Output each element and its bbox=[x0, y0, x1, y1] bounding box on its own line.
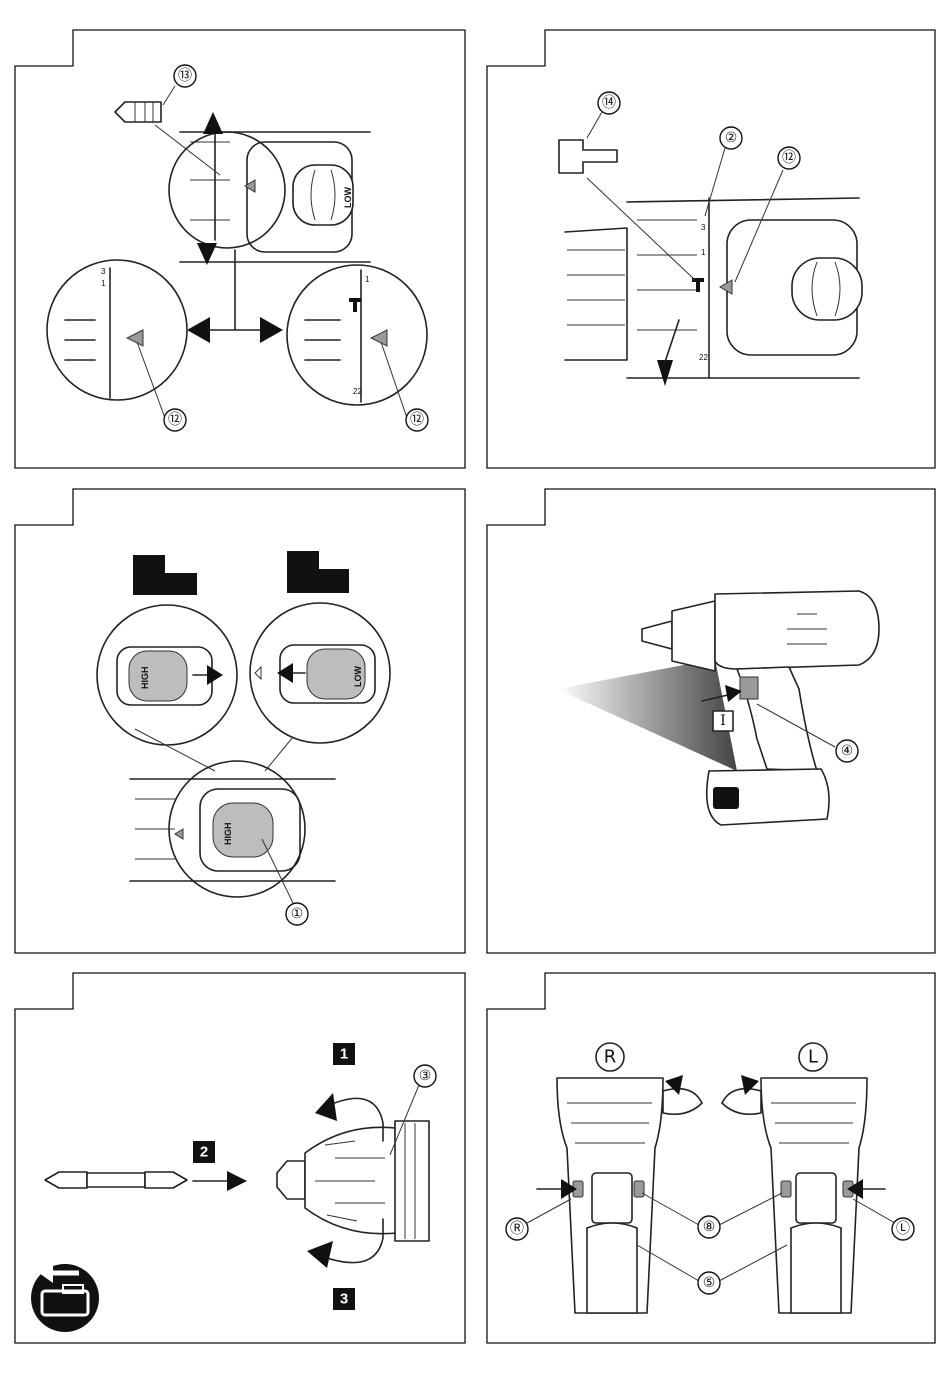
panel-frame bbox=[15, 489, 465, 953]
callout-13: ⑬ bbox=[174, 65, 196, 87]
svg-text:①: ① bbox=[291, 906, 304, 922]
callout-l-marker: Ⓛ bbox=[892, 1218, 914, 1240]
open-rotate-arrow bbox=[315, 1093, 337, 1121]
svg-text:②: ② bbox=[725, 130, 738, 146]
high-position-detail: HIGH bbox=[97, 605, 237, 745]
forward-rotation-symbol: R bbox=[596, 1043, 624, 1071]
svg-text:⑧: ⑧ bbox=[703, 1219, 716, 1235]
high-gear-icon bbox=[287, 551, 349, 593]
svg-text:LOW: LOW bbox=[353, 666, 363, 687]
keyless-chuck bbox=[277, 1121, 429, 1241]
left-zoom-detail: 1 3 bbox=[47, 260, 187, 418]
close-rotate-arrow bbox=[307, 1241, 333, 1268]
svg-text:L: L bbox=[808, 1047, 818, 1068]
drill-collar-closeup: 3 1 22 bbox=[565, 198, 862, 378]
svg-text:1: 1 bbox=[101, 279, 106, 288]
svg-text:④: ④ bbox=[841, 743, 854, 759]
rotate-up-arrow bbox=[203, 112, 223, 134]
svg-text:1: 1 bbox=[340, 1046, 348, 1063]
double-arrow-left bbox=[187, 317, 210, 343]
callout-r-marker: Ⓡ bbox=[506, 1218, 528, 1240]
figure-panel-6: R L bbox=[487, 973, 937, 1345]
svg-text:3: 3 bbox=[101, 267, 106, 276]
trigger-arrow bbox=[725, 685, 742, 702]
drill-mode-icon bbox=[559, 140, 617, 173]
panel-frame bbox=[15, 30, 465, 468]
screw-mode-icon bbox=[115, 102, 161, 122]
step-2-label: 2 bbox=[193, 1141, 215, 1163]
low-position-detail: LOW bbox=[250, 603, 390, 743]
svg-text:⑫: ⑫ bbox=[168, 412, 182, 428]
callout-12-right: ⑫ bbox=[406, 409, 428, 431]
svg-text:3: 3 bbox=[701, 223, 706, 232]
callout-8: ⑧ bbox=[698, 1216, 720, 1238]
svg-text:3: 3 bbox=[340, 1291, 348, 1308]
right-zoom-detail: 1 22 bbox=[287, 265, 427, 418]
svg-text:Ⓛ: Ⓛ bbox=[896, 1221, 910, 1237]
step-3-label: 3 bbox=[333, 1288, 355, 1310]
svg-text:⑫: ⑫ bbox=[782, 150, 796, 166]
svg-text:⑤: ⑤ bbox=[703, 1275, 716, 1291]
svg-text:1: 1 bbox=[365, 275, 370, 284]
svg-text:2: 2 bbox=[200, 1144, 208, 1161]
low-gear-icon bbox=[133, 555, 197, 595]
callout-12: ⑫ bbox=[778, 147, 800, 169]
svg-text:22: 22 bbox=[353, 387, 362, 396]
reverse-rotation-symbol: L bbox=[799, 1043, 827, 1071]
double-arrow-right bbox=[260, 317, 283, 343]
drill-top-view: LOW bbox=[180, 132, 370, 262]
figure-panel-3: HIGH LOW HIGH ① bbox=[15, 489, 467, 955]
figure-panel-2: 3 1 22 ⑭ ② ⑫ bbox=[487, 30, 937, 470]
remove-battery-icon bbox=[31, 1263, 99, 1332]
svg-text:⑫: ⑫ bbox=[410, 412, 424, 428]
svg-text:⑭: ⑭ bbox=[602, 95, 616, 111]
rotate-collar-arrow bbox=[657, 360, 673, 386]
led-light-beam bbox=[557, 659, 737, 771]
right-rotation-ribbon bbox=[663, 1089, 702, 1115]
driver-bit bbox=[45, 1172, 187, 1188]
panel-frame bbox=[487, 30, 935, 468]
svg-text:1: 1 bbox=[701, 248, 706, 257]
callout-14: ⑭ bbox=[598, 92, 620, 114]
figure-panel-4: I ④ bbox=[487, 489, 937, 955]
svg-text:HIGH: HIGH bbox=[223, 823, 233, 846]
low-label: LOW bbox=[343, 187, 353, 208]
insert-arrow bbox=[227, 1171, 247, 1191]
figure-panel-1: LOW ⑬ 1 3 ⑫ bbox=[15, 30, 467, 470]
callout-5: ⑤ bbox=[698, 1272, 720, 1294]
svg-text:⑬: ⑬ bbox=[178, 68, 192, 84]
callout-3: ③ bbox=[414, 1065, 436, 1087]
svg-text:I: I bbox=[720, 713, 726, 729]
figure-panel-5: 2 1 3 ③ bbox=[15, 973, 467, 1345]
svg-text:22: 22 bbox=[699, 353, 708, 362]
step-1-label: 1 bbox=[333, 1043, 355, 1065]
drill-side-view: HIGH bbox=[130, 761, 335, 897]
left-rotation-ribbon bbox=[722, 1089, 761, 1115]
callout-2: ② bbox=[720, 127, 742, 149]
svg-text:③: ③ bbox=[419, 1068, 432, 1084]
callout-4: ④ bbox=[836, 740, 858, 762]
callout-12-left: ⑫ bbox=[164, 409, 186, 431]
svg-text:HIGH: HIGH bbox=[140, 667, 150, 690]
callout-1: ① bbox=[286, 903, 308, 925]
svg-text:R: R bbox=[604, 1047, 617, 1068]
svg-text:Ⓡ: Ⓡ bbox=[510, 1221, 524, 1237]
